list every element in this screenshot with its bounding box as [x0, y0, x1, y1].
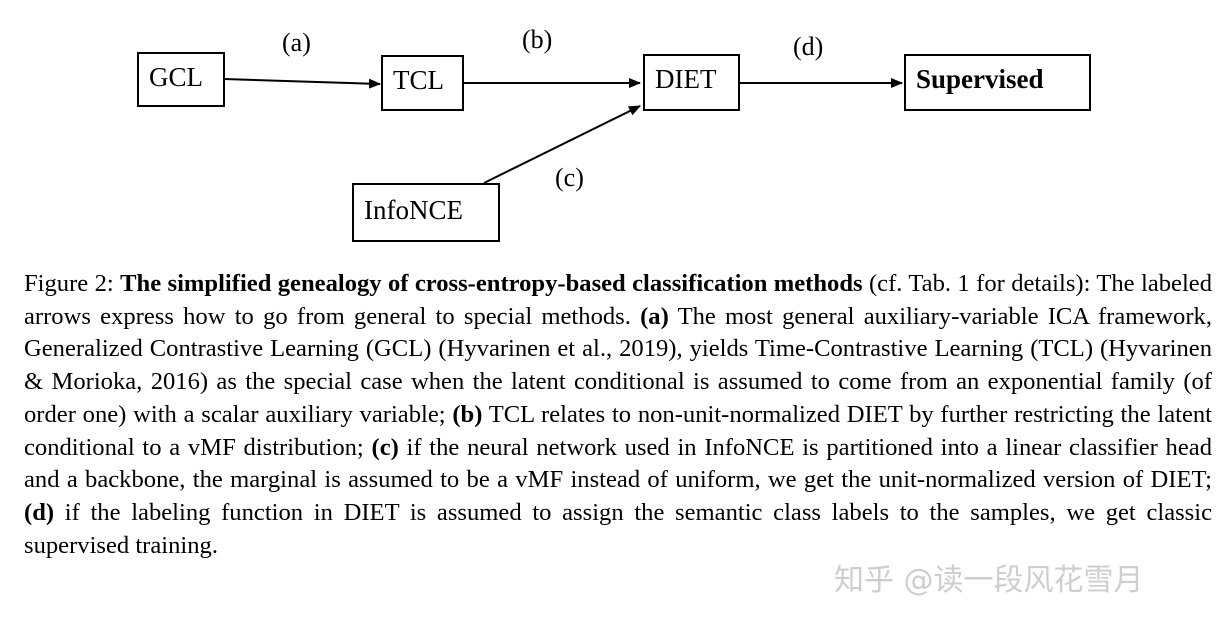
caption-text-3: TCL relates to non-unit-normalized DIET …: [24, 400, 1212, 461]
node-infonce-label: InfoNCE: [364, 195, 463, 225]
caption-text-1: (cf. Tab. 1 for details): The labeled ar…: [24, 270, 1212, 330]
caption-text-2: The most general auxiliary-variable ICA …: [24, 302, 1212, 428]
diagram-arrows: [223, 78, 903, 184]
edge-label-d: (d): [793, 32, 824, 61]
arrow-c: [483, 105, 641, 184]
node-diet: DIET: [643, 54, 740, 111]
caption-paragraph: Figure 2: The simplified genealogy of cr…: [24, 268, 1212, 562]
node-tcl-label: TCL: [393, 65, 444, 95]
edge-label-b: (b): [522, 25, 553, 54]
caption-marker-b: (b): [452, 400, 483, 428]
genealogy-diagram: GCL TCL DIET Supervised InfoNCE (a) (b) …: [0, 0, 1228, 250]
caption-text-4: if the neural network used in InfoNCE is…: [24, 433, 1212, 494]
node-tcl: TCL: [381, 55, 464, 111]
watermark: 知乎 @读一段风花雪月: [834, 563, 1144, 598]
edge-label-a: (a): [282, 28, 311, 57]
caption-marker-c: (c): [371, 433, 399, 461]
node-supervised-label: Supervised: [916, 64, 1044, 94]
caption-text-5: if the labeling function in DIET is assu…: [24, 498, 1212, 559]
node-gcl-label: GCL: [149, 62, 203, 92]
arrow-a: [223, 78, 381, 89]
figure-caption: Figure 2: The simplified genealogy of cr…: [24, 268, 1212, 562]
caption-title: The simplified genealogy of cross-entrop…: [120, 270, 863, 297]
node-supervised: Supervised: [904, 54, 1091, 111]
caption-marker-d: (d): [24, 498, 55, 526]
node-gcl: GCL: [137, 52, 225, 107]
caption-marker-a: (a): [640, 302, 669, 330]
node-diet-label: DIET: [655, 64, 717, 94]
node-infonce: InfoNCE: [352, 183, 500, 242]
edge-label-c: (c): [555, 163, 584, 192]
caption-prefix: Figure 2:: [24, 270, 121, 297]
